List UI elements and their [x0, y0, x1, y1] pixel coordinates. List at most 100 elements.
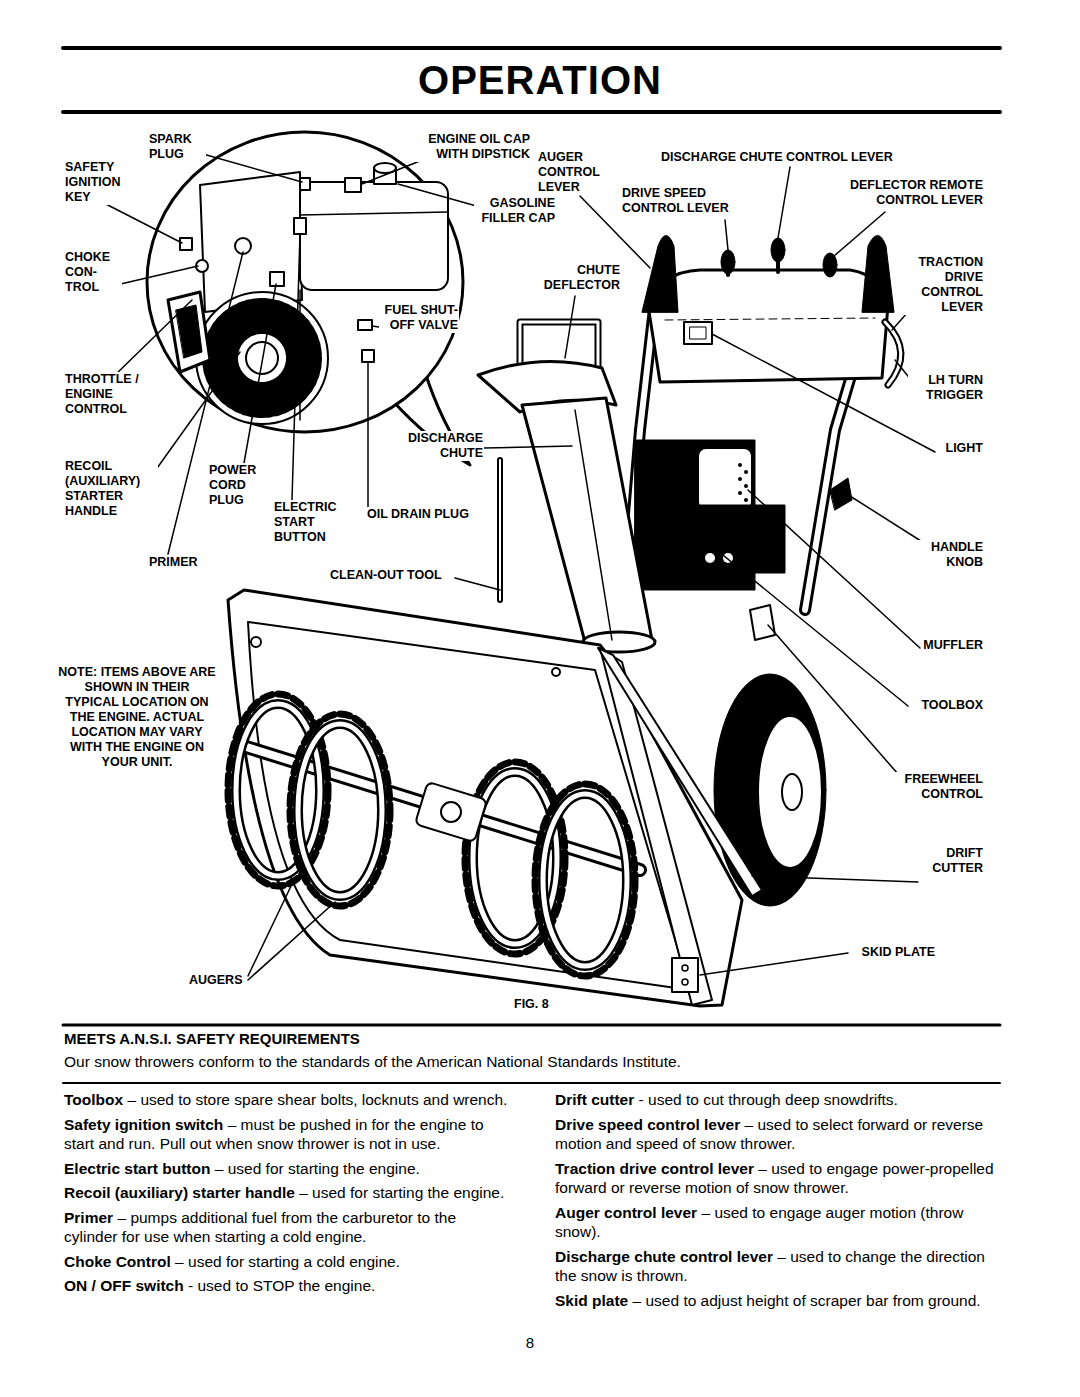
callout-label: LH TURN TRIGGER — [908, 373, 984, 403]
illustration-rect — [300, 182, 448, 290]
illustration-ellipse — [758, 716, 822, 868]
illustration-path — [299, 290, 301, 420]
callout-label: DRIVE SPEED CONTROL LEVER — [621, 186, 755, 216]
illustration-line — [768, 625, 905, 782]
callout-label: DRIFT CUTTER — [916, 846, 984, 876]
callout-label: FREEWHEEL CONTROL — [886, 772, 984, 802]
illustration-line — [680, 520, 908, 706]
illustration-g — [63, 48, 1000, 1083]
definition-paragraph: Recoil (auxiliary) starter handle– used … — [64, 1183, 510, 1203]
illustration-rect — [672, 958, 698, 992]
illustration-ellipse — [771, 238, 785, 262]
definition-paragraph: Traction drive control lever– used to en… — [555, 1159, 1001, 1198]
illustration-path — [522, 398, 652, 646]
illustration-line — [196, 152, 302, 182]
illustration-ellipse — [714, 674, 826, 906]
illustration-circle — [705, 553, 715, 563]
illustration-path — [300, 212, 448, 215]
illustration-path — [168, 292, 210, 372]
illustration-path — [885, 322, 901, 385]
definition-paragraph: ON / OFF switch- used to STOP the engine… — [64, 1276, 510, 1296]
callout-label: DISCHARGE CHUTE — [388, 431, 484, 461]
callout-label: AUGER CONTROL LEVER — [537, 150, 613, 195]
definition-paragraph: Auger control lever– used to engage auge… — [555, 1203, 1001, 1242]
definition-text: – used for starting the engine. — [299, 1184, 504, 1201]
illustration-line — [248, 884, 292, 976]
illustration-line — [725, 220, 728, 250]
illustration-line — [98, 200, 182, 243]
definition-text: – used for starting a cold engine. — [175, 1253, 400, 1270]
illustration-line — [63, 46, 1000, 50]
illustration-rect — [180, 238, 192, 250]
definition-paragraph: Safety ignition switch– must be pushed i… — [64, 1115, 510, 1154]
callout-label: THROTTLE / ENGINE CONTROL — [64, 372, 140, 417]
illustration-path — [642, 236, 678, 313]
illustration-line — [700, 953, 848, 975]
illustration-line — [712, 334, 935, 452]
illustration-line — [168, 252, 243, 554]
illustration-rect — [415, 782, 487, 842]
illustration-circle — [196, 292, 328, 424]
definition-term: Choke Control — [64, 1253, 171, 1270]
illustration-ellipse — [290, 714, 390, 906]
illustration-circle — [552, 668, 560, 676]
callout-label: CLEAN-OUT TOOL — [329, 568, 443, 583]
illustration-rect — [300, 178, 310, 190]
illustration-rect — [684, 322, 712, 344]
definition-term: Recoil (auxiliary) starter handle — [64, 1184, 295, 1201]
illustration-path — [575, 410, 612, 640]
illustration-line — [248, 902, 335, 980]
illustration-ellipse — [823, 253, 837, 277]
illustration-line — [244, 284, 276, 463]
illustration-circle — [738, 491, 742, 495]
illustration-circle — [738, 463, 742, 467]
callout-label: OIL DRAIN PLUG — [366, 507, 470, 522]
illustration-path — [200, 172, 302, 312]
definition-paragraph: Electric start button– used for starting… — [64, 1159, 510, 1179]
callout-label: CHOKE CON- TROL — [64, 250, 122, 295]
illustration-line — [292, 234, 300, 500]
callout-label: SPARK PLUG — [148, 132, 206, 162]
illustration-ellipse — [298, 724, 382, 896]
callout-label: RECOIL (AUXILIARY) STARTER HANDLE — [64, 459, 158, 519]
illustration-path — [665, 318, 875, 320]
illustration-rect — [358, 320, 372, 330]
definition-term: ON / OFF switch — [64, 1277, 184, 1294]
illustration-rect — [362, 350, 374, 362]
illustration-ellipse — [147, 132, 463, 432]
illustration-ellipse — [782, 774, 802, 810]
definition-text: - used to STOP the engine. — [188, 1277, 375, 1294]
illustration-line — [778, 167, 790, 238]
callout-label: ENGINE OIL CAP WITH DIPSTICK — [407, 132, 531, 162]
callout-label: ELECTRIC START BUTTON — [273, 500, 351, 545]
illustration-g — [738, 463, 748, 502]
illustration-rect — [270, 272, 284, 286]
illustration-line — [150, 352, 240, 478]
callout-label: CHUTE DEFLECTOR — [525, 263, 621, 293]
illustration-circle — [682, 979, 688, 985]
page-title: OPERATION — [0, 52, 1080, 108]
illustration-circle — [744, 470, 748, 474]
illustration-path — [648, 270, 888, 382]
callout-label: SKID PLATE — [861, 945, 936, 960]
illustration-circle — [441, 802, 461, 822]
illustration-path — [750, 605, 775, 640]
illustration-line — [63, 110, 1000, 114]
definition-term: Traction drive control lever — [555, 1160, 754, 1177]
illustration-line — [484, 446, 572, 448]
definition-text: – used for starting the engine. — [215, 1160, 420, 1177]
definition-text: – used to store spare shear bolts, lockn… — [127, 1091, 507, 1108]
definition-term: Auger control lever — [555, 1204, 697, 1221]
illustration-line — [834, 212, 885, 256]
illustration-ellipse — [228, 694, 328, 886]
illustration-path — [497, 460, 503, 600]
callout-label: SAFETY IGNITION KEY — [64, 160, 138, 205]
illustration-line — [112, 266, 198, 286]
illustration-path — [176, 305, 202, 358]
illustration-path — [885, 322, 901, 385]
callout-label: TRACTION DRIVE CONTROL LEVER — [898, 255, 984, 315]
illustration-ellipse — [721, 250, 735, 274]
definition-term: Drive speed control lever — [555, 1116, 740, 1133]
illustration-rect — [345, 178, 361, 192]
definition-term: Discharge chute control lever — [555, 1248, 773, 1265]
